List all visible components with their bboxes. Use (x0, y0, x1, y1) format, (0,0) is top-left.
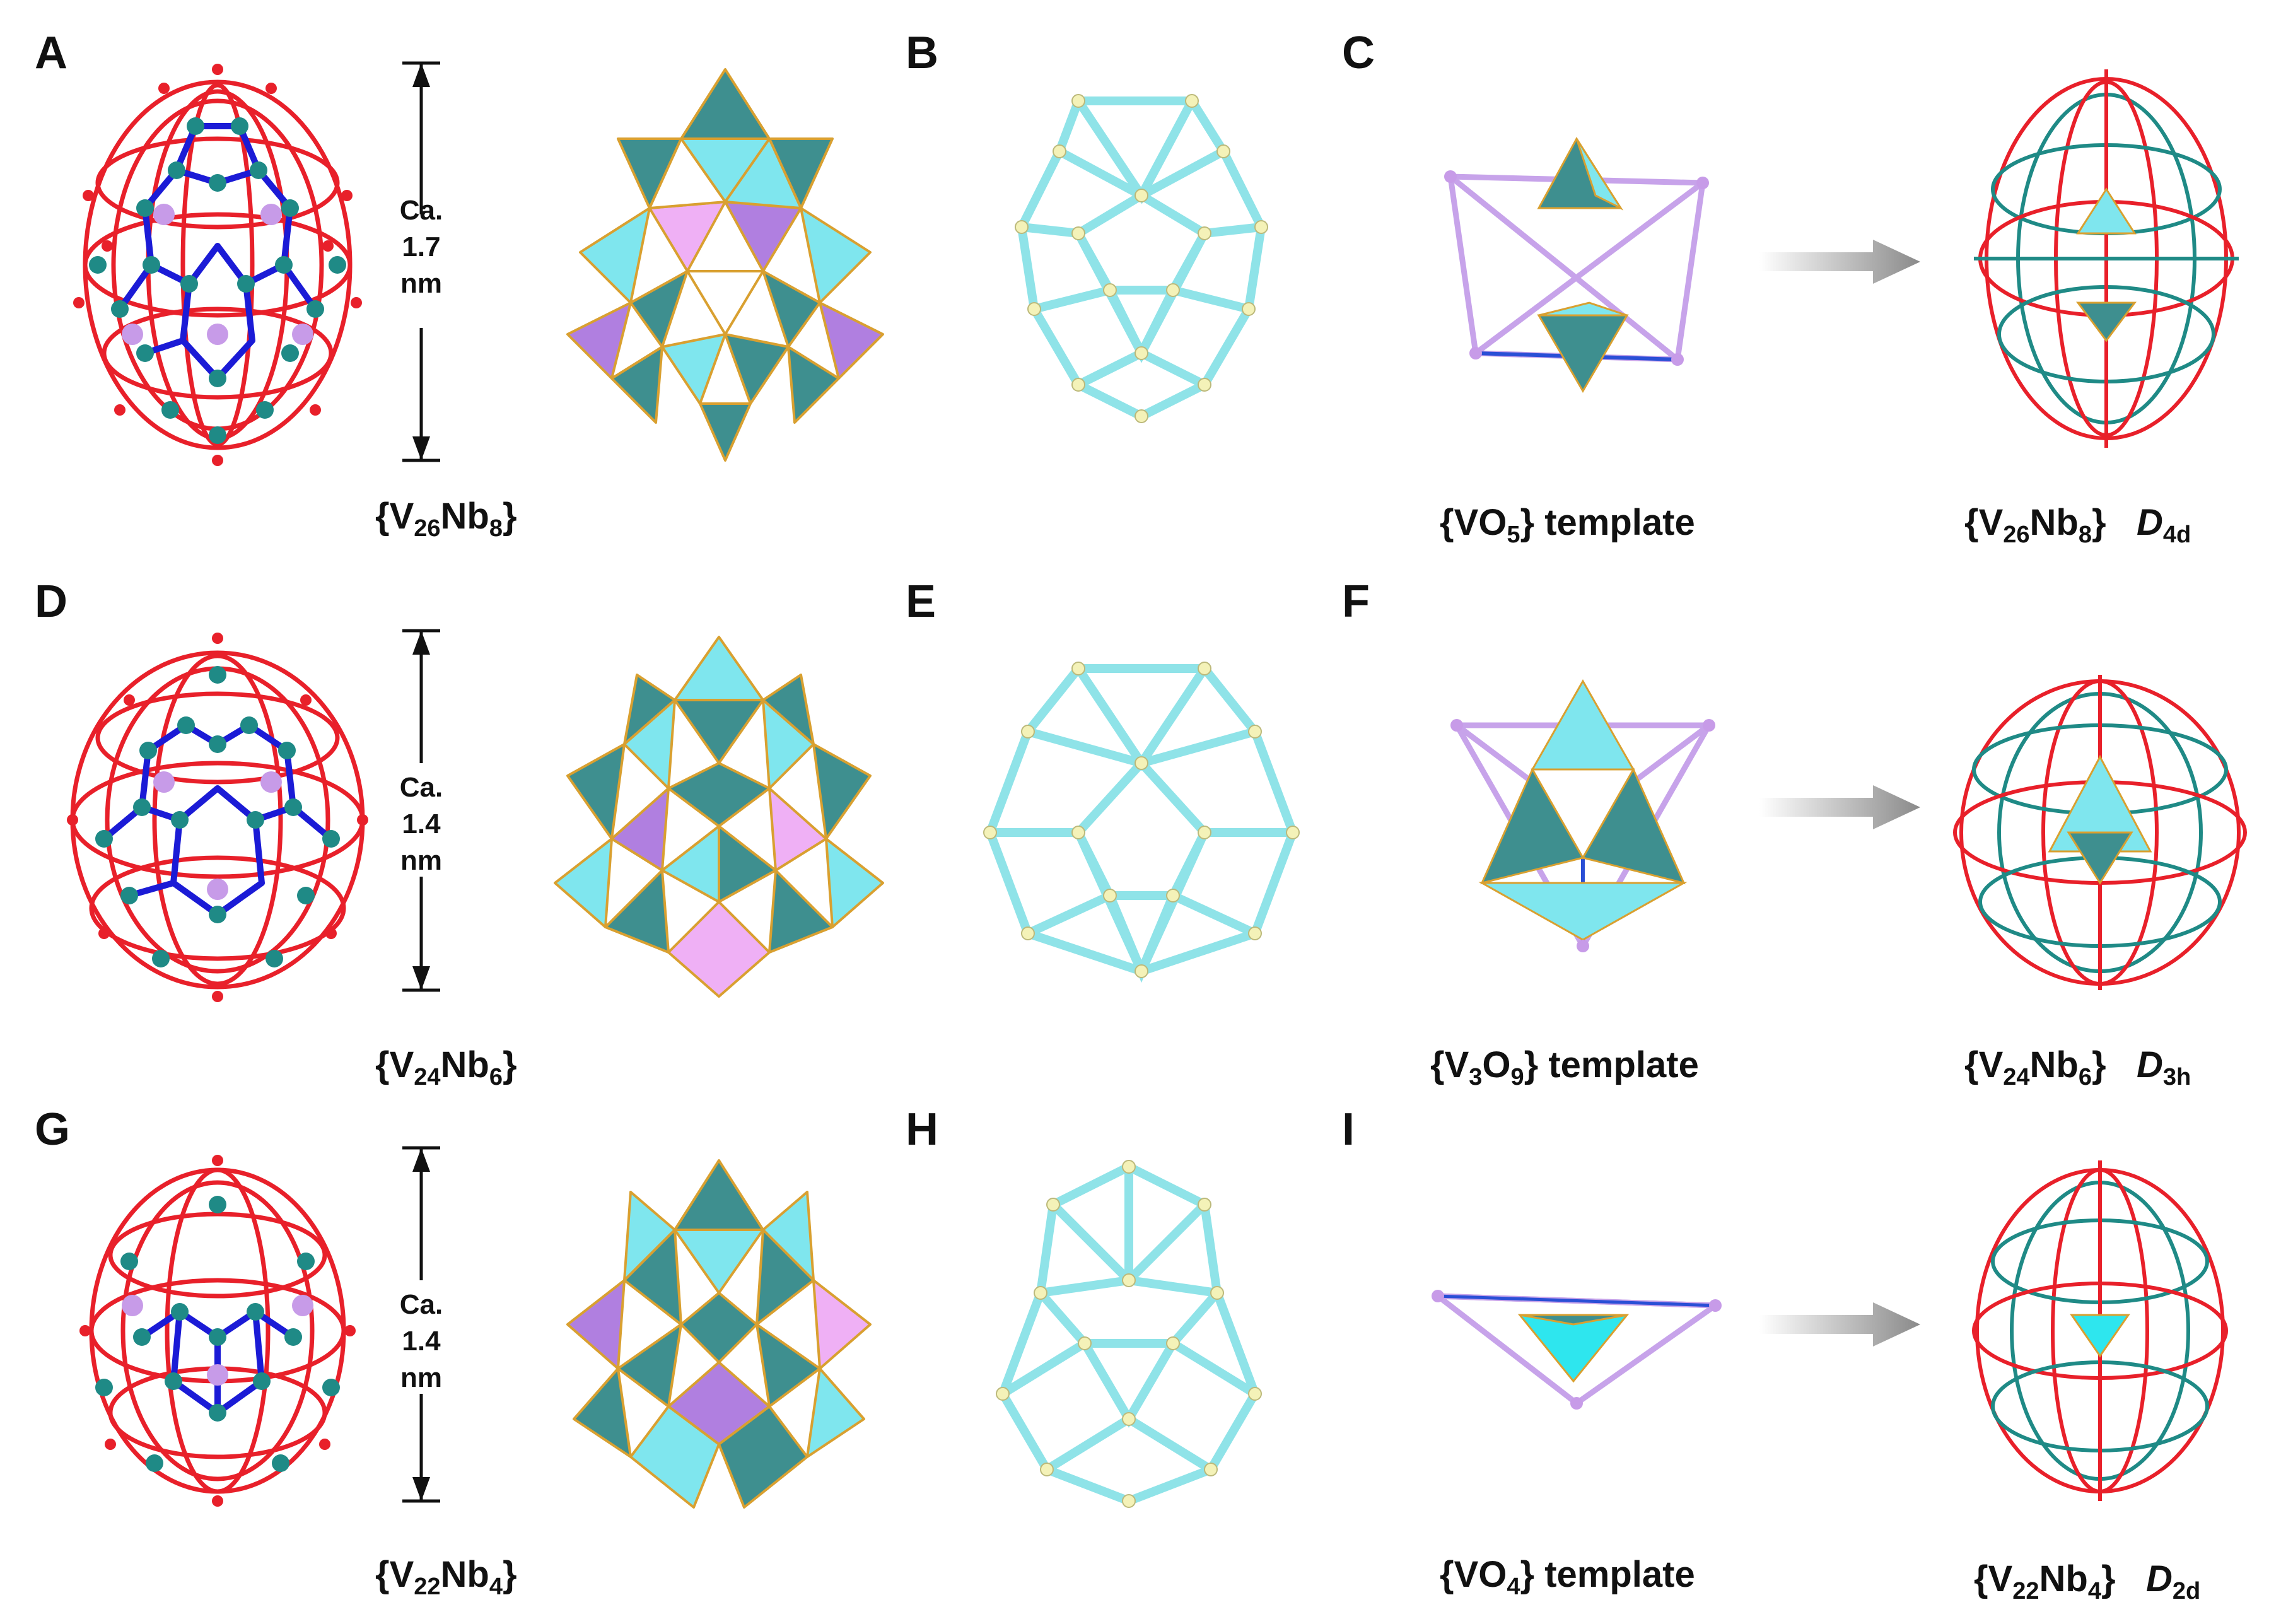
template-sub: 4 (1507, 1574, 1520, 1600)
v-count: 22 (414, 1574, 441, 1600)
scale-value: 1.4 (402, 1326, 441, 1357)
scale-value: 1.7 (402, 231, 441, 262)
panel-label-e: E (906, 576, 936, 627)
scale-unit: nm (400, 845, 442, 876)
template-formula: VO (1454, 502, 1507, 543)
panel-label-d: D (35, 576, 67, 627)
template-word: template (1544, 1554, 1695, 1595)
arrow-icon-row2 (1759, 785, 1920, 829)
v-count: 22 (2012, 1578, 2039, 1604)
template-sub-v: 3 (1469, 1064, 1483, 1090)
scale-label-row1: Ca. 1.7 nm (377, 192, 465, 302)
symmetry-letter: D (2145, 1558, 2173, 1599)
template-caption-row3: {VO4} template (1440, 1554, 1695, 1600)
scale-unit: nm (400, 1362, 442, 1393)
scale-bar-row2 (402, 629, 440, 992)
wire-cluster-d3h (1953, 675, 2247, 990)
ball-stick-cluster-a (73, 64, 362, 466)
cage-framework-h (996, 1160, 1262, 1508)
formula-caption-row1: {V26Nb8} (375, 496, 517, 542)
template-vo4 (1432, 1290, 1722, 1410)
v-count: 26 (414, 515, 441, 542)
formula-caption-row3: {V22Nb4} (375, 1554, 517, 1600)
ball-stick-cluster-d (67, 633, 368, 1002)
template-formula-v: V (1444, 1044, 1469, 1085)
panel-label-i: I (1342, 1104, 1355, 1155)
panel-label-c: C (1342, 28, 1375, 78)
panel-label-a: A (35, 28, 67, 78)
scale-bar-row1 (402, 61, 440, 462)
arrow-icon-row3 (1759, 1302, 1920, 1347)
formula-caption-row2: {V24Nb6} (375, 1044, 517, 1090)
template-sub: 5 (1507, 522, 1520, 548)
scale-label-row2: Ca. 1.4 nm (377, 769, 465, 879)
polyhedral-cluster-d (554, 636, 884, 998)
polyhedral-cluster-g (566, 1159, 872, 1509)
v-count: 24 (2003, 1064, 2030, 1090)
cage-framework-b (1015, 94, 1268, 423)
nb-count: 6 (2078, 1064, 2092, 1090)
template-word: template (1548, 1044, 1699, 1085)
template-vo5 (1444, 137, 1709, 393)
template-caption-row2: {V3O9} template (1430, 1044, 1699, 1090)
scale-bar-row3 (402, 1146, 440, 1503)
symmetry-sub: 3h (2162, 1064, 2191, 1090)
arrow-icon-row1 (1759, 240, 1920, 284)
symmetry-sub: 4d (2162, 522, 2191, 548)
wire-cluster-d2d (1972, 1160, 2228, 1501)
template-word: template (1544, 502, 1695, 543)
symmetry-letter: D (2136, 1044, 2163, 1085)
v-count: 26 (2003, 522, 2030, 548)
polyhedral-cluster-a (566, 68, 884, 462)
template-caption-row1: {VO5} template (1440, 502, 1695, 548)
scale-prefix: Ca. (399, 772, 443, 803)
nb-count: 8 (489, 515, 503, 542)
ball-stick-cluster-g (79, 1155, 356, 1507)
nb-count: 6 (489, 1064, 503, 1090)
symmetry-letter: D (2136, 502, 2163, 543)
template-v3o9 (1450, 679, 1715, 952)
nb-count: 4 (489, 1574, 503, 1600)
v-count: 24 (414, 1064, 441, 1090)
symmetry-sub: 2d (2172, 1578, 2201, 1604)
cage-framework-e (983, 662, 1300, 983)
wire-cluster-d4d (1974, 69, 2239, 448)
scale-prefix: Ca. (399, 195, 443, 226)
cluster-symmetry-caption-row3: {V22Nb4} D2d (1974, 1558, 2201, 1604)
panel-label-h: H (906, 1104, 938, 1155)
template-sub-o: 9 (1510, 1064, 1524, 1090)
panel-label-f: F (1342, 576, 1370, 627)
panel-label-b: B (906, 28, 938, 78)
scale-unit: nm (400, 268, 442, 299)
template-formula-o: O (1482, 1044, 1511, 1085)
cluster-symmetry-caption-row1: {V26Nb8} D4d (1964, 502, 2191, 548)
scale-prefix: Ca. (399, 1289, 443, 1320)
panel-label-g: G (35, 1104, 71, 1155)
scale-value: 1.4 (402, 809, 441, 839)
scale-label-row3: Ca. 1.4 nm (377, 1287, 465, 1396)
nb-count: 8 (2078, 522, 2092, 548)
cluster-symmetry-caption-row2: {V24Nb6} D3h (1964, 1044, 2191, 1090)
template-formula: VO (1454, 1554, 1507, 1595)
nb-count: 4 (2087, 1578, 2102, 1604)
